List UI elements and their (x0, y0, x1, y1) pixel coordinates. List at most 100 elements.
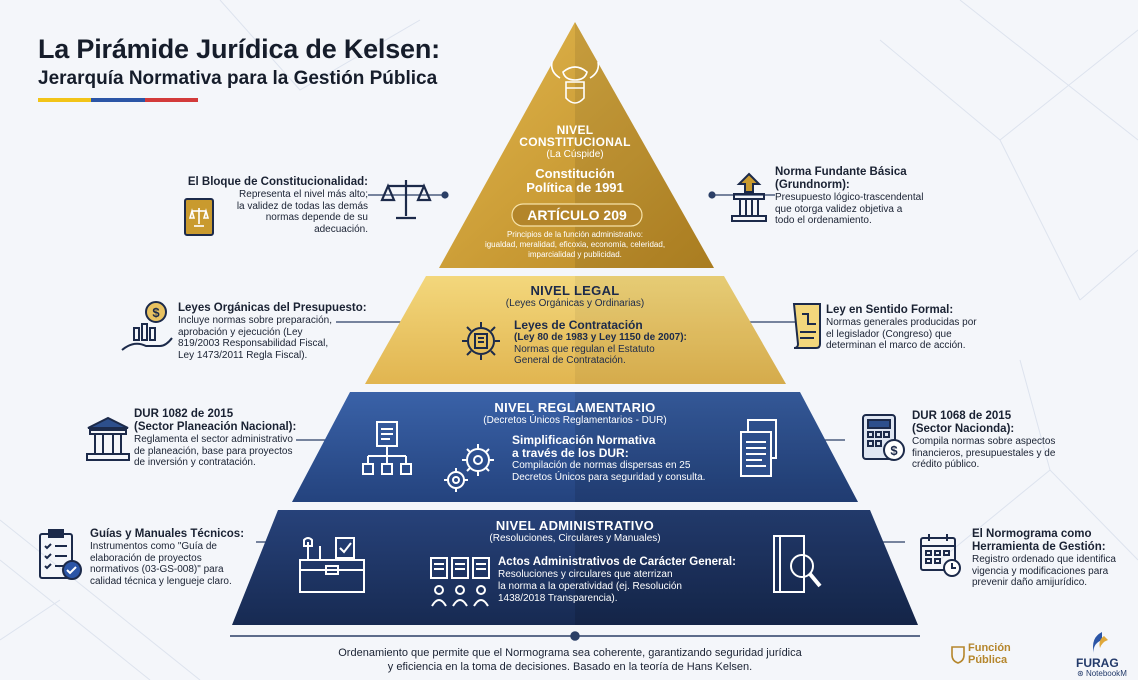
annotation-line: Presupuesto lógico-trascendental (775, 192, 924, 203)
annotation-bloque-constitucionalidad: El Bloque de Constitucionalidad: Represe… (176, 176, 368, 235)
annotation-line: determinan el marco de acción. (826, 340, 966, 351)
annotation-line: crédito público. (912, 459, 980, 470)
law-book-icon (184, 198, 214, 236)
furag-emblem-icon (1093, 632, 1108, 654)
annotation-line: financieros, presupuestales y de (912, 447, 1056, 459)
flag-blue (91, 98, 145, 102)
tier2-line-1: (Ley 80 de 1983 y Ley 1150 de 2007): (514, 332, 687, 343)
tier4-heading: Actos Administrativos de Carácter Genera… (498, 556, 736, 568)
column-arrow-icon (731, 172, 767, 222)
logo-text: Función (968, 642, 1011, 654)
flag-red (144, 98, 198, 102)
article-209-badge: ARTÍCULO 209 (527, 207, 627, 223)
tier-legal: NIVEL LEGAL (Leyes Orgánicas y Ordinaria… (450, 283, 700, 309)
annotation-line: todo el ordenamiento. (775, 215, 872, 226)
annotation-line: la validez de todas las demás (236, 200, 368, 212)
tier4-subtitle: (Resoluciones, Circulares y Manuales) (489, 533, 661, 544)
annotation-line: Normas generales producidas por (826, 317, 977, 328)
tier3-title: NIVEL REGLAMENTARIO (494, 400, 656, 415)
annotation-title: (Sector Nacionda): (912, 423, 1015, 435)
funcion-publica-shield-icon (951, 646, 965, 664)
annotation-dur-1082: DUR 1082 de 2015 (Sector Planeación Naci… (134, 408, 334, 469)
footer-line-1: Ordenamiento que permite que el Normogra… (338, 647, 802, 659)
annotation-title: (Grundnorm): (775, 179, 850, 191)
coat-of-arms-icon (550, 61, 600, 104)
annotation-line: calidad técnica y lengueje claro. (90, 575, 232, 587)
gears-icon (444, 444, 494, 492)
annotation-line: Registro ordenado que identifica (972, 554, 1116, 565)
annotation-normograma: El Normograma como Herramienta de Gestió… (972, 528, 1132, 589)
logo-text: Pública (968, 654, 1008, 666)
annotation-line: Representa el nivel más alto; (239, 189, 368, 200)
tier3-heading-a: Simplificación Normativa (512, 433, 656, 447)
tier3-subtitle: (Decretos Únicos Reglamentarios - DUR) (483, 415, 667, 426)
footer-note: Ordenamiento que permite que el Normogra… (260, 646, 880, 674)
annotation-line: prevenir daño amijurídico. (972, 577, 1088, 588)
tier2-heading: Leyes de Contratación (514, 318, 643, 332)
notebook-watermark: ⊛ NotebookM (1077, 669, 1127, 678)
svg-text:$: $ (152, 305, 160, 320)
documents-icon (740, 419, 777, 477)
annotation-guias-manuales: Guías y Manuales Técnicos: Instrumentos … (90, 528, 280, 587)
annotation-line: vigencia y modificaciones para (972, 565, 1109, 577)
tier2-subtitle: (Leyes Orgánicas y Ordinarias) (505, 298, 645, 309)
annotation-ley-sentido-formal: Ley en Sentido Formal: Normas generales … (826, 304, 1026, 352)
annotation-line: adecuación. (314, 223, 368, 235)
flag-bar (38, 98, 198, 102)
annotation-title: Norma Fundante Básica (775, 166, 907, 178)
principles-line-1: Principios de la función administrativo: (506, 230, 644, 239)
tier1-principles: Principios de la función administrativo:… (455, 230, 695, 260)
tier4-line-1: Resoluciones y circulares que aterrizan (498, 569, 673, 580)
tier4-title: NIVEL ADMINISTRATIVO (495, 518, 655, 533)
document-hierarchy-icon (362, 421, 412, 475)
tier3-line-2: Decretos Únicos para seguridad y consult… (512, 472, 706, 483)
notebook-text: Notebook (1085, 669, 1121, 678)
annotation-line: Reglamenta el sector administrativo (134, 434, 293, 445)
government-building-icon (86, 416, 130, 461)
legal-scroll-icon (792, 303, 821, 349)
annotation-title: (Sector Planeación Nacional): (134, 421, 297, 433)
annotation-line: Ley 1473/2011 Regla Fiscal). (178, 349, 308, 361)
annotation-line: Instrumentos como "Guía de (90, 541, 217, 552)
furag-logo: FURAG (1076, 656, 1119, 670)
tier-constitucional: NIVEL CONSTITUCIONAL (La Cúspide) Consti… (485, 124, 665, 195)
annotation-title: Herramienta de Gestión: (972, 541, 1106, 553)
annotation-line: que otorga validez objetiva a (775, 203, 903, 215)
annotation-title: Ley en Sentido Formal: (826, 304, 954, 316)
tier2-line-3: General de Contratación. (514, 355, 626, 366)
calculator-icon: $ (862, 414, 905, 461)
annotation-line: el legislador (Congreso) que (826, 328, 952, 340)
annotation-title: El Bloque de Constitucionalidad: (187, 176, 368, 188)
tier-constitucional-shape (439, 22, 714, 268)
funcion-publica-logo: Función Pública (968, 642, 1011, 666)
money-hand-icon: $ (121, 301, 173, 351)
tier1-title-a: NIVEL (556, 123, 594, 137)
annotation-line: elaboración de proyectos (90, 552, 202, 564)
principles-line-3: imparcialidad y publicidad. (528, 250, 622, 259)
scales-icon (380, 180, 432, 220)
tier2-line-2: Normas que regulan el Estatuto (514, 343, 655, 355)
notebook-trail: M (1120, 669, 1127, 678)
annotation-line: Compila normas sobre aspectos (912, 436, 1056, 447)
annotation-norma-fundante: Norma Fundante Básica (Grundnorm): Presu… (775, 166, 975, 227)
tier2-title: NIVEL LEGAL (530, 283, 620, 298)
annotation-line: de planeación, base para proyectos (134, 445, 293, 457)
annotation-title: Leyes Orgánicas del Presupuesto: (178, 302, 367, 314)
toolbox-icon (299, 537, 365, 593)
annotation-line: normativos (03-GS-008)" para (90, 564, 224, 575)
title-block: La Pirámide Jurídica de Kelsen: Jerarquí… (38, 34, 440, 102)
calendar-icon (920, 534, 961, 577)
constitution-label-a: Constitución (535, 166, 615, 181)
annotation-line: 819/2003 Responsabilidad Fiscal, (178, 338, 329, 349)
tier3-line-1: Compilación de normas dispersas en 25 (512, 460, 691, 471)
annotation-line: Incluye normas sobre preparación, (178, 315, 332, 326)
magnifier-book-icon (773, 535, 822, 593)
tier1-title-b: CONSTITUCIONAL (519, 135, 631, 149)
annotation-leyes-organicas: Leyes Orgánicas del Presupuesto: Incluye… (178, 302, 378, 361)
tier-administrativo: NIVEL ADMINISTRATIVO (Resoluciones, Circ… (430, 518, 720, 544)
annotation-line: aprobación y ejecución (Ley (178, 326, 303, 338)
tier-administrativo-shape (232, 510, 918, 625)
annotation-line: de inversión y contratación. (134, 457, 256, 468)
tier-legal-shape (365, 276, 786, 384)
